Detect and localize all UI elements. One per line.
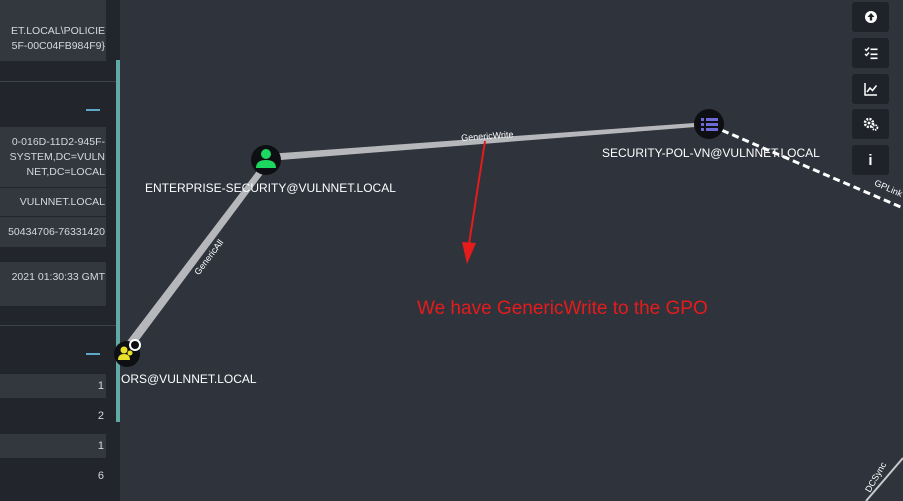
gpc-path-line-1: ET.LOCAL\POLICIE bbox=[11, 25, 105, 37]
count-row[interactable]: 6 bbox=[0, 464, 106, 488]
gpc-path-value: ET.LOCAL\POLICIE 5F-00C04FB984F9} bbox=[0, 0, 106, 61]
count-row[interactable]: 1 bbox=[0, 374, 106, 398]
count-value: 6 bbox=[97, 470, 104, 482]
gp-link-edge[interactable] bbox=[711, 124, 903, 210]
dn-line-2: SYSTEM,DC=VULN bbox=[9, 151, 105, 163]
upload-icon bbox=[864, 11, 877, 23]
info-button[interactable]: i bbox=[852, 145, 889, 175]
collapse-icon[interactable] bbox=[86, 353, 100, 355]
settings-button[interactable] bbox=[852, 109, 889, 139]
dn-line-1: 0-016D-11D2-945F- bbox=[11, 136, 105, 148]
generic-write-edge[interactable] bbox=[268, 122, 708, 161]
enterprise-security-label: ENTERPRISE-SECURITY@VULNNET.LOCAL bbox=[145, 181, 396, 195]
info-icon: i bbox=[868, 151, 873, 169]
user-icon bbox=[261, 149, 271, 159]
domain-text: VULNNET.LOCAL bbox=[19, 196, 105, 208]
section-divider bbox=[0, 81, 120, 82]
upload-button[interactable] bbox=[852, 2, 889, 32]
dn-line-3: NET,DC=LOCAL bbox=[26, 166, 105, 178]
when-created-text: 2021 01:30:33 GMT bbox=[11, 271, 105, 283]
count-value: 2 bbox=[97, 410, 104, 422]
chart-icon bbox=[863, 83, 877, 96]
object-id-text: 50434706-76331420 bbox=[8, 226, 105, 238]
annotation-arrowhead bbox=[462, 242, 476, 264]
gpc-path-line-2: 5F-00C04FB984F9} bbox=[11, 40, 105, 52]
count-value: 1 bbox=[97, 380, 104, 392]
annotation-arrow bbox=[468, 140, 486, 245]
collapse-icon[interactable] bbox=[86, 109, 100, 111]
dc-sync-edge[interactable] bbox=[865, 457, 903, 501]
left-panel: ET.LOCAL\POLICIE 5F-00C04FB984F9} 0-016D… bbox=[0, 0, 120, 501]
count-value: 1 bbox=[97, 440, 104, 452]
pathfinding-button[interactable] bbox=[852, 38, 889, 68]
when-created-value: 2021 01:30:33 GMT bbox=[0, 262, 106, 306]
security-pol-vn-node[interactable] bbox=[694, 109, 724, 139]
enterprise-security-node[interactable] bbox=[251, 145, 281, 175]
generic-all-edge[interactable] bbox=[125, 163, 268, 348]
checklist-icon bbox=[864, 47, 877, 60]
generic-write-label: GenericWrite bbox=[461, 129, 514, 143]
analysis-button[interactable] bbox=[852, 74, 889, 104]
operators-label: ORS@VULNNET.LOCAL bbox=[121, 372, 257, 386]
group-icon bbox=[120, 346, 128, 354]
count-row[interactable]: 1 bbox=[0, 434, 106, 458]
security-pol-vn-label: SECURITY-POL-VN@VULNNET.LOCAL bbox=[602, 146, 820, 160]
operators-group-node[interactable] bbox=[114, 339, 141, 367]
owned-badge-icon bbox=[131, 341, 139, 349]
distinguished-name-value: 0-016D-11D2-945F- SYSTEM,DC=VULN NET,DC=… bbox=[0, 127, 106, 187]
object-id-value: 50434706-76331420 bbox=[0, 217, 106, 247]
affected-objects-header[interactable] bbox=[0, 326, 120, 370]
node-properties-header[interactable] bbox=[0, 82, 120, 127]
count-row[interactable]: 2 bbox=[0, 404, 106, 428]
settings-icon bbox=[863, 117, 878, 131]
list-icon bbox=[701, 118, 718, 131]
section-divider bbox=[0, 325, 120, 326]
domain-value: VULNNET.LOCAL bbox=[0, 188, 106, 216]
panel-scrollbar[interactable] bbox=[116, 60, 120, 422]
annotation-text: We have GenericWrite to the GPO bbox=[417, 298, 708, 319]
